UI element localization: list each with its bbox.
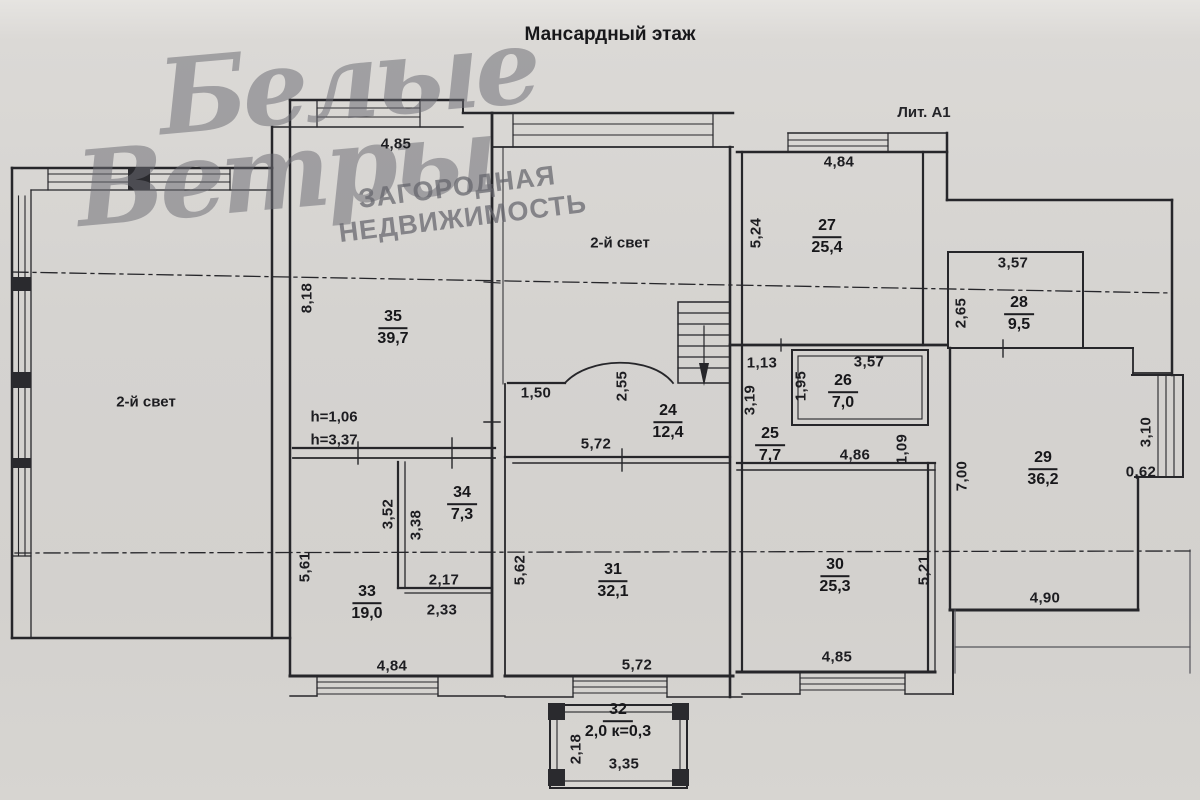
- dimension-label: 5,72: [621, 656, 653, 674]
- room-number: 26: [828, 372, 858, 393]
- dimension-label: 3,19: [741, 384, 759, 416]
- liter-label: Лит. А1: [897, 104, 951, 121]
- room-number: 28: [1004, 294, 1034, 315]
- dimension-label: 5,21: [915, 554, 933, 586]
- dimension-label: 4,84: [823, 153, 855, 171]
- room-number: 29: [1028, 449, 1058, 470]
- room-number: 27: [812, 217, 842, 238]
- room-number: 32: [603, 701, 633, 722]
- room-area: 25,3: [819, 578, 851, 595]
- note-label: h=3,37: [310, 431, 358, 449]
- note-label: 2-й свет: [116, 393, 176, 411]
- dimension-label: 8,18: [298, 282, 316, 314]
- dimension-label: 1,95: [792, 370, 810, 402]
- dimension-label: 3,57: [997, 254, 1029, 272]
- room-area: 9,5: [1007, 316, 1031, 333]
- dimension-label: 2,55: [613, 370, 631, 402]
- dimension-label: 1,50: [520, 384, 552, 402]
- room-number: 35: [378, 308, 408, 329]
- room-area: 12,4: [652, 424, 684, 441]
- room-number: 24: [653, 402, 683, 423]
- dimension-label: 7,00: [953, 460, 971, 492]
- dimension-label: 3,57: [853, 353, 885, 371]
- dimension-label: 2,17: [428, 571, 460, 589]
- room-number: 34: [447, 484, 477, 505]
- room-area: 32,1: [597, 583, 629, 600]
- dimension-label: 5,24: [747, 217, 765, 249]
- page-title: Мансардный этаж: [524, 24, 696, 45]
- dimension-label: 2,18: [567, 733, 585, 765]
- room-area: 7,0: [831, 394, 855, 411]
- dimension-label: 4,85: [380, 135, 412, 153]
- dimension-label: 2,65: [952, 297, 970, 329]
- room-area: 7,7: [758, 447, 782, 464]
- room-area: 19,0: [351, 605, 383, 622]
- room-area: 36,2: [1027, 471, 1059, 488]
- dimension-label: 3,35: [608, 755, 640, 773]
- dimension-label: 2,33: [426, 601, 458, 619]
- note-label: h=1,06: [310, 408, 358, 426]
- room-number: 30: [820, 556, 850, 577]
- dimension-label: 1,09: [893, 433, 911, 465]
- dimension-label: 0,62: [1125, 463, 1157, 481]
- dimension-label: 4,84: [376, 657, 408, 675]
- dimension-label: 5,62: [511, 554, 529, 586]
- room-area: 39,7: [377, 330, 409, 347]
- dimension-label: 1,13: [746, 354, 778, 372]
- room-number: 33: [352, 583, 382, 604]
- dimension-label: 5,72: [580, 435, 612, 453]
- room-number: 25: [755, 425, 785, 446]
- dimension-label: 3,52: [379, 498, 397, 530]
- note-label: 2-й свет: [590, 234, 650, 252]
- room-area: 7,3: [450, 506, 474, 523]
- dimension-label: 3,38: [407, 509, 425, 541]
- dimension-label: 4,86: [839, 446, 871, 464]
- dimension-label: 3,10: [1137, 416, 1155, 448]
- room-area: 2,0 к=0,3: [584, 723, 652, 740]
- dimension-label: 5,61: [296, 551, 314, 583]
- room-area: 25,4: [811, 239, 843, 256]
- dimension-label: 4,85: [821, 648, 853, 666]
- room-number: 31: [598, 561, 628, 582]
- dimension-label: 4,90: [1029, 589, 1061, 607]
